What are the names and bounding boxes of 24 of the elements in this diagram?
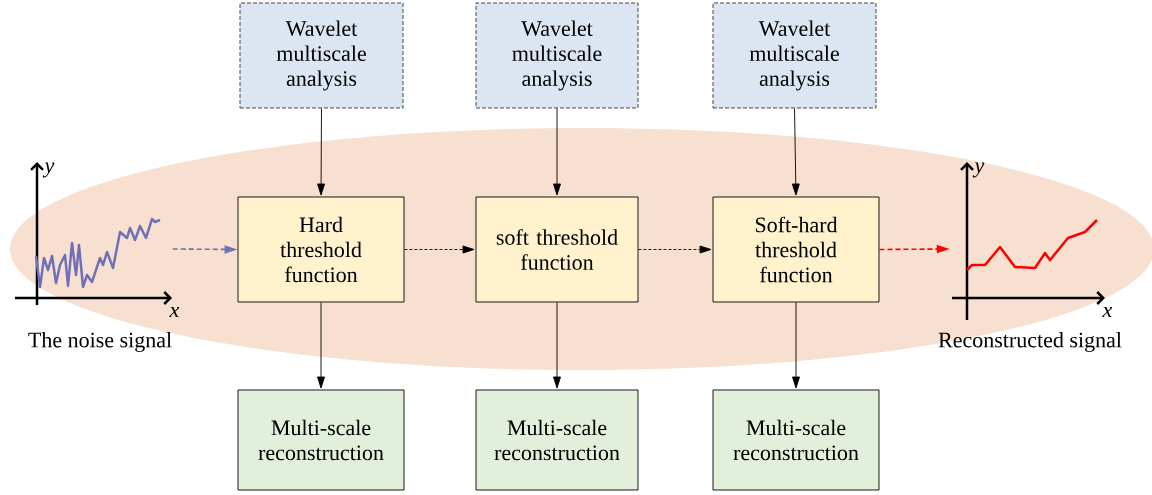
threshold-function-box: Soft-hard threshold function [712, 196, 880, 303]
axis-label: y [42, 162, 55, 178]
plot-caption: The noise signal [28, 332, 172, 352]
arrow [638, 245, 712, 254]
axis-label: x [1102, 306, 1113, 318]
reconstruction-box: Multi-scale reconstruction [712, 389, 880, 491]
noise-signal-plot-drawing [15, 162, 172, 305]
reconstruction-box: Multi-scale reconstruction [475, 389, 639, 491]
arrow [553, 108, 561, 196]
arrow [791, 108, 800, 196]
arrow [553, 302, 561, 389]
arrow [404, 245, 475, 254]
plot-caption: Reconstructed signal [938, 332, 1122, 352]
arrow [792, 302, 800, 389]
axis-label: y [972, 162, 985, 178]
arrow [317, 108, 326, 196]
threshold-function-box: soft threshold function [475, 196, 639, 303]
threshold-function-box: Hard threshold function [237, 196, 405, 303]
wavelet-analysis-box: Wavelet multiscale analysis [712, 2, 877, 109]
wavelet-analysis-box: Wavelet multiscale analysis [239, 2, 404, 109]
reconstruction-box: Multi-scale reconstruction [237, 389, 405, 491]
axis-label: x [169, 306, 180, 318]
arrow [317, 302, 325, 389]
wavelet-analysis-box: Wavelet multiscale analysis [475, 2, 639, 109]
